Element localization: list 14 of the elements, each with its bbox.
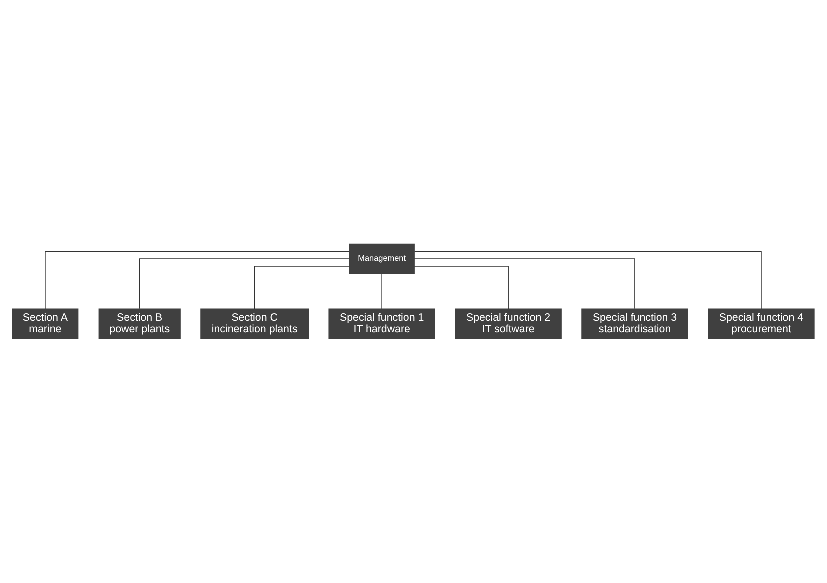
node-box: Section B power plants xyxy=(98,308,181,340)
connector xyxy=(45,251,350,310)
node-box: Section A marine xyxy=(12,308,79,340)
node-box: Special function 4 procurement xyxy=(708,308,815,340)
connector xyxy=(414,258,636,310)
connector xyxy=(414,251,762,310)
node-box: Special function 3 standardisation xyxy=(582,308,688,340)
node-box: Section C incineration plants xyxy=(200,308,310,340)
connector xyxy=(139,258,350,310)
node-box: Special function 2 IT software xyxy=(455,308,562,340)
node-box: Special function 1 IT hardware xyxy=(328,308,436,340)
node-box: Management xyxy=(349,244,415,274)
connector xyxy=(254,266,350,310)
connector xyxy=(414,266,509,310)
